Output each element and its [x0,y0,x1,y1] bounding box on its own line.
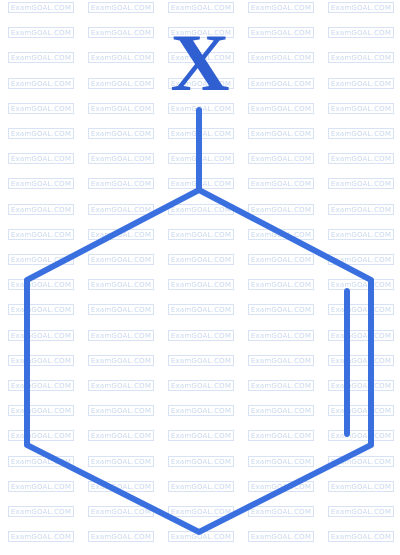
ring-bonds [24,187,374,535]
substituent-x-label: X [170,17,230,108]
